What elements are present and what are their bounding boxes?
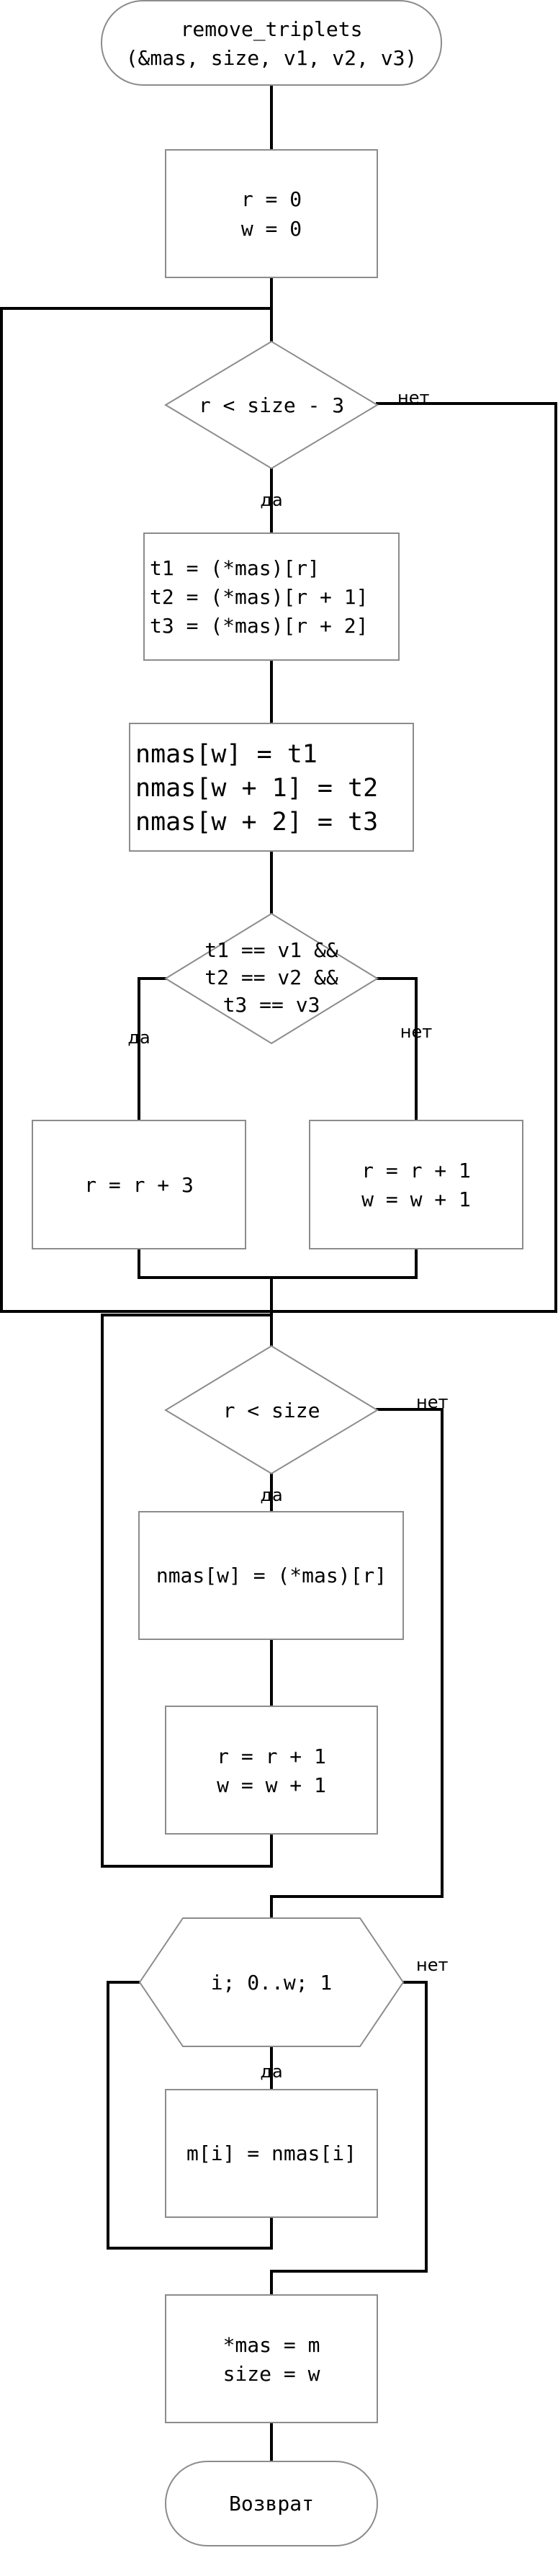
store-box <box>129 723 414 852</box>
start-line-2: (&mas, size, v1, v2, v3) <box>126 46 418 70</box>
condition-1-no-label: нет <box>397 388 429 408</box>
assign-block: m[i] = nmas[i] <box>165 2089 378 2218</box>
result-line-2: size = w <box>223 2362 320 2386</box>
skip-box <box>32 1120 246 1249</box>
advance-1-line-2: w = w + 1 <box>361 1187 471 1211</box>
condition-2-line-3: t3 == v3 <box>223 993 320 1017</box>
copy-block: nmas[w] = (*mas)[r] <box>138 1511 404 1640</box>
loop-no-label: нет <box>416 1955 448 1975</box>
init-line-1: r = 0 <box>241 187 302 211</box>
store-line-1: nmas[w] = t1 <box>135 740 318 769</box>
loop-header: i; 0..w; 1 да нет <box>138 1917 448 2082</box>
condition-2-line-2: t2 == v2 && <box>204 966 338 989</box>
advance-1-line-1: r = r + 1 <box>361 1159 471 1182</box>
init-line-2: w = 0 <box>241 217 302 241</box>
extract-line-3: t3 = (*mas)[r + 2] <box>150 614 368 638</box>
condition-2-no-label: нет <box>400 1022 432 1042</box>
skip-text: r = r + 3 <box>84 1173 194 1197</box>
connectors <box>0 84 557 2463</box>
loop-yes-label: да <box>260 2062 282 2082</box>
extract-block: t1 = (*mas)[r] t2 = (*mas)[r + 1] t3 = (… <box>143 532 400 661</box>
extract-box <box>143 532 400 661</box>
start-node: remove_triplets (&mas, size, v1, v2, v3) <box>101 0 442 86</box>
result-line-1: *mas = m <box>223 2333 320 2357</box>
condition-2-line-1: t1 == v1 && <box>204 938 338 962</box>
skip-block: r = r + 3 <box>32 1120 246 1249</box>
advance-2-line-2: w = w + 1 <box>217 1773 326 1797</box>
copy-text: nmas[w] = (*mas)[r] <box>156 1564 387 1587</box>
end-text: Возврат <box>229 2492 314 2515</box>
condition-3-diamond <box>164 1345 379 1475</box>
condition-1-text: r < size - 3 <box>199 393 344 417</box>
condition-3-no-label: нет <box>416 1392 448 1412</box>
condition-3: r < size нет да <box>164 1345 448 1505</box>
advance-2-line-1: r = r + 1 <box>217 1744 326 1768</box>
loop-hexagon <box>138 1917 405 2047</box>
extract-line-2: t2 = (*mas)[r + 1] <box>150 585 368 609</box>
condition-2: t1 == v1 && t2 == v2 && t3 == v3 да нет <box>127 912 432 1048</box>
store-line-3: nmas[w + 2] = t3 <box>135 808 378 837</box>
condition-3-yes-label: да <box>260 1485 282 1505</box>
end-terminator <box>165 2461 378 2546</box>
condition-2-yes-label: да <box>127 1028 150 1048</box>
store-block: nmas[w] = t1 nmas[w + 1] = t2 nmas[w + 2… <box>129 723 414 852</box>
store-line-2: nmas[w + 1] = t2 <box>135 774 378 803</box>
advance-1-box <box>309 1120 523 1249</box>
loop-text: i; 0..w; 1 <box>211 1971 333 1995</box>
start-terminator <box>101 0 442 86</box>
result-block: *mas = m size = w <box>165 2294 378 2423</box>
condition-1: r < size - 3 нет да <box>164 340 429 510</box>
result-box <box>165 2294 378 2423</box>
assign-text: m[i] = nmas[i] <box>186 2142 356 2165</box>
assign-box <box>165 2089 378 2218</box>
advance-1-block: r = r + 1 w = w + 1 <box>309 1120 523 1249</box>
condition-2-diamond <box>164 912 379 1045</box>
extract-line-1: t1 = (*mas)[r] <box>150 556 320 580</box>
advance-2-box <box>165 1706 378 1835</box>
init-block: r = 0 w = 0 <box>165 149 378 278</box>
condition-3-text: r < size <box>223 1399 320 1422</box>
start-line-1: remove_triplets <box>181 17 363 42</box>
copy-box <box>138 1511 404 1640</box>
condition-1-diamond <box>164 340 379 470</box>
advance-2-block: r = r + 1 w = w + 1 <box>165 1706 378 1835</box>
condition-1-yes-label: да <box>260 490 282 510</box>
init-box <box>165 149 378 278</box>
end-node: Возврат <box>165 2461 378 2546</box>
